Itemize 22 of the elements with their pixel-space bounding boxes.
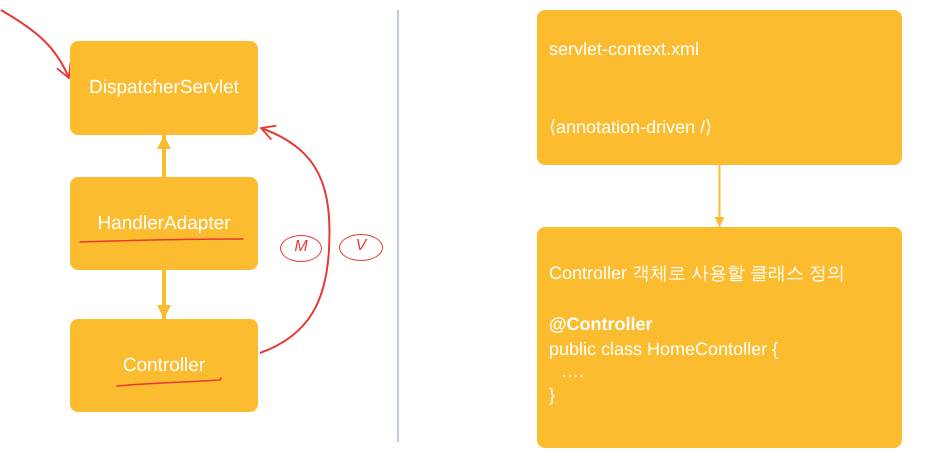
code-line: @Controller bbox=[549, 313, 653, 335]
hand-drawn-arrow bbox=[260, 126, 330, 354]
circled-letter: V bbox=[339, 234, 383, 261]
node-label: HandlerAdapter bbox=[97, 212, 231, 234]
code-line: ⟨annotation-driven /⟩ bbox=[549, 116, 712, 138]
arrow bbox=[157, 270, 171, 319]
node-label: DispatcherServlet bbox=[89, 77, 239, 99]
note-box bbox=[537, 10, 902, 165]
code-line: public class HomeContoller { bbox=[549, 338, 778, 360]
note-box bbox=[537, 227, 902, 448]
node-label: Controller bbox=[122, 354, 206, 376]
component-box bbox=[70, 177, 258, 270]
arrow bbox=[157, 135, 171, 177]
code-line: } bbox=[549, 384, 556, 406]
arrow bbox=[714, 165, 724, 227]
description-text: Controller 객체로 사용할 클래스 정의 bbox=[549, 262, 846, 284]
component-box bbox=[70, 319, 258, 412]
hand-drawn-arrow bbox=[0, 9, 71, 79]
code-line: …. bbox=[561, 360, 584, 382]
file-name: servlet-context.xml bbox=[549, 38, 700, 60]
circled-letter: M bbox=[280, 235, 322, 262]
component-box bbox=[70, 41, 258, 135]
